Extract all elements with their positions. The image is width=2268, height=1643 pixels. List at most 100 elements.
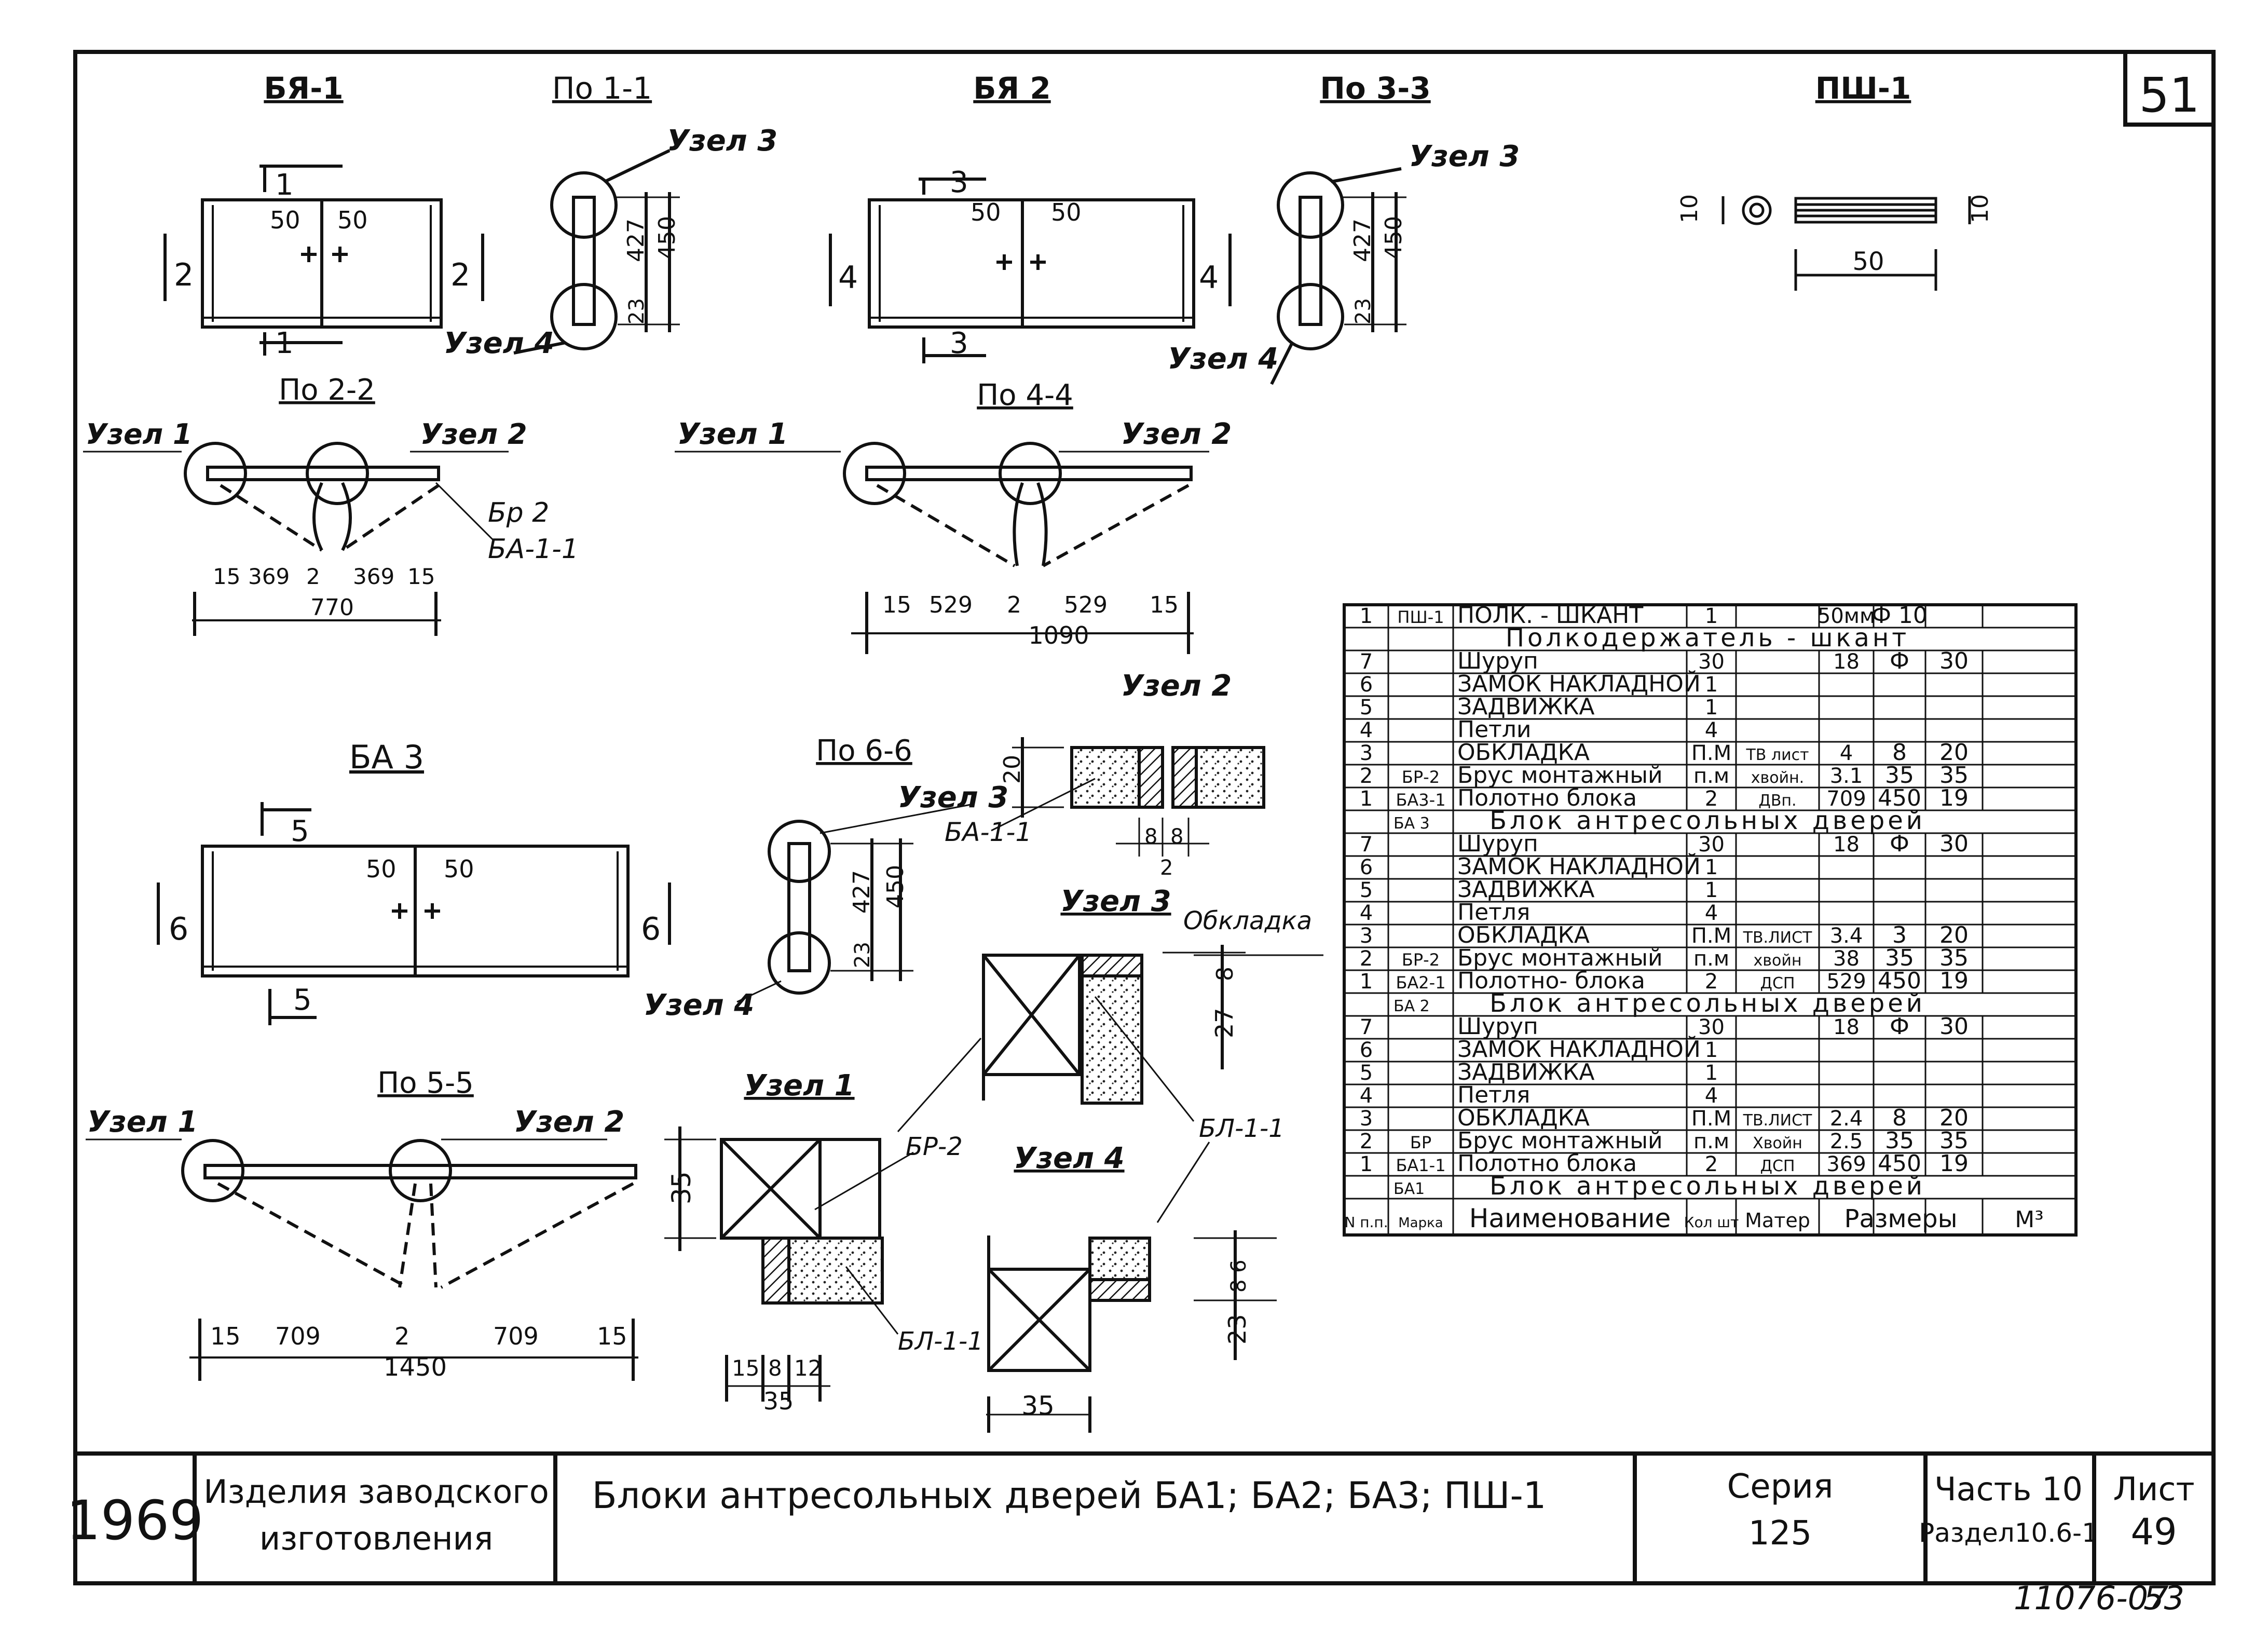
dim-50-ba2-left: 50 — [971, 198, 1001, 226]
table-cell-qty: 4 — [1705, 718, 1718, 742]
callout-uzel3-c: Узел 3 — [898, 781, 1008, 814]
table-cell-n: 1 — [1360, 604, 1373, 628]
table-cell-n: 4 — [1360, 901, 1373, 925]
dim-2-22: 2 — [306, 564, 320, 589]
table-cell-mark: БА2-1 — [1396, 973, 1445, 993]
table-cell-t: 35 — [1939, 762, 1969, 789]
section-title-1-1: По 1-1 — [552, 71, 652, 106]
table-group-header: Полкодержатель - шкант — [1506, 623, 1909, 653]
callout-br2b: БР-2 — [906, 1132, 963, 1161]
node-title-1: Узел 1 — [744, 1069, 854, 1103]
title-block-series-value: 125 — [1748, 1514, 1812, 1553]
section-title-6-6: По 6-6 — [816, 734, 912, 768]
table-cell-t: 19 — [1939, 1150, 1969, 1177]
joint-detail-top — [991, 737, 1265, 857]
section-title-3-3: По 3-3 — [1320, 71, 1430, 106]
table-cell-mark: ПШ-1 — [1397, 607, 1444, 627]
table-cell-n: 1 — [1360, 970, 1373, 994]
table-cell-w: 450 — [1878, 1150, 1921, 1177]
stamp-page: 53 — [2143, 1579, 2184, 1617]
table-cell-qty: П.М — [1691, 1107, 1731, 1131]
dim-8-j1: 8 — [1144, 825, 1157, 849]
table-cell-n: 2 — [1360, 764, 1373, 788]
table-cell-t: 30 — [1939, 831, 1969, 857]
dim-529-44a: 529 — [929, 592, 973, 618]
node-title-3: Узел 3 — [1060, 885, 1171, 918]
dim-8-n3: 8 — [1212, 967, 1238, 981]
title-block-sheet-label: Лист — [2113, 1470, 2194, 1508]
table-cell-mat: Хвойн — [1753, 1134, 1802, 1152]
table-cell-mat: ТВ.ЛИСТ — [1743, 1111, 1812, 1130]
table-cell-w: 8 — [1892, 1105, 1907, 1131]
dim-15-n1: 15 — [732, 1355, 759, 1381]
dim-369-22a: 369 — [248, 564, 290, 589]
dim-27-n3: 27 — [1210, 1008, 1238, 1038]
table-cell-mat: ДСП — [1760, 974, 1795, 993]
dim-8-6-n4: 8 6 — [1227, 1259, 1251, 1293]
dim-450-a: 450 — [654, 216, 680, 260]
table-header-cell: Марка — [1398, 1215, 1443, 1231]
table-cell-mat: ДСП — [1760, 1157, 1795, 1175]
table-cell-name: ПОЛК. - ШКАНТ — [1457, 602, 1643, 629]
mark-5-top: 5 — [291, 814, 309, 848]
table-cell-n: 4 — [1360, 1084, 1373, 1108]
callout-br2: Бр 2 — [488, 497, 549, 528]
section-title-4-4: По 4-4 — [977, 378, 1073, 412]
node-3-detail — [982, 945, 1323, 1105]
stamp-code: 11076-07 — [2014, 1579, 2169, 1617]
section-title-5-5: По 5-5 — [377, 1066, 474, 1100]
table-cell-name: ЗАМОК НАКЛАДНОЙ — [1457, 852, 1701, 880]
callout-uzel4-a: Узел 4 — [444, 327, 554, 360]
dim-23-n4: 23 — [1223, 1314, 1251, 1345]
table-cell-w: Ф 10 — [1871, 602, 1928, 629]
callout-uzel3-a: Узел 3 — [667, 124, 777, 158]
dim-8-n1: 8 — [768, 1355, 782, 1381]
callout-uzel2-d: Узел 2 — [514, 1105, 624, 1139]
table-cell-mark: БР-2 — [1402, 950, 1440, 970]
table-cell-d: 50мм — [1818, 604, 1875, 628]
table-cell-n: 1 — [1360, 787, 1373, 811]
dim-8-j2: 8 — [1170, 825, 1183, 849]
table-cell-w: 450 — [1878, 785, 1921, 811]
table-cell-t: 19 — [1939, 968, 1969, 994]
dim-35-n4: 35 — [1021, 1391, 1055, 1421]
dim-50-left: 50 — [270, 206, 300, 234]
table-cell-d: 18 — [1833, 833, 1860, 857]
callout-uzel2-c: Узел 2 — [1121, 669, 1232, 703]
view-ba1 — [163, 165, 484, 356]
table-cell-d: 18 — [1833, 650, 1860, 674]
title-block-year: 1969 — [66, 1489, 204, 1552]
table-cell-t: 35 — [1939, 945, 1969, 971]
view-title-psh1: ПШ-1 — [1815, 71, 1911, 106]
dim-529-44b: 529 — [1064, 592, 1108, 618]
table-cell-t: 20 — [1939, 1105, 1969, 1131]
table-cell-w: Ф — [1890, 1013, 1909, 1040]
table-header-cell: Наименование — [1469, 1203, 1671, 1233]
table-cell-name: Шуруп — [1457, 648, 1538, 674]
callout-uzel4-c: Узел 4 — [644, 988, 754, 1022]
table-cell-n: 7 — [1360, 1015, 1373, 1039]
dim-770: 770 — [310, 594, 354, 621]
table-cell-qty: 2 — [1705, 1152, 1718, 1176]
callout-uzel2-a: Узел 2 — [420, 418, 527, 451]
table-cell-mat: хвойн — [1754, 952, 1802, 970]
dim-23-a: 23 — [625, 298, 649, 324]
table-cell-n: 6 — [1360, 1038, 1373, 1062]
table-cell-t: 35 — [1939, 1128, 1969, 1154]
table-cell-qty: 1 — [1705, 673, 1718, 697]
dim-23-c: 23 — [851, 942, 875, 968]
view-title-ba3: БА 3 — [349, 738, 424, 776]
table-cell-qty: 1 — [1705, 696, 1718, 719]
mark-6-right: 6 — [641, 911, 661, 947]
table-cell-w: 35 — [1885, 945, 1914, 971]
table-cell-w: Ф — [1890, 648, 1909, 674]
mark-1-bottom: 1 — [275, 327, 294, 360]
table-cell-qty: 2 — [1705, 970, 1718, 994]
view-psh1 — [1722, 195, 1971, 291]
table-cell-t: 20 — [1939, 739, 1969, 766]
dim-35-n1: 35 — [666, 1171, 696, 1204]
table-cell-name: Полотно- блока — [1457, 968, 1645, 994]
table-cell-w: 8 — [1892, 739, 1907, 766]
node-title-4: Узел 4 — [1014, 1142, 1124, 1175]
